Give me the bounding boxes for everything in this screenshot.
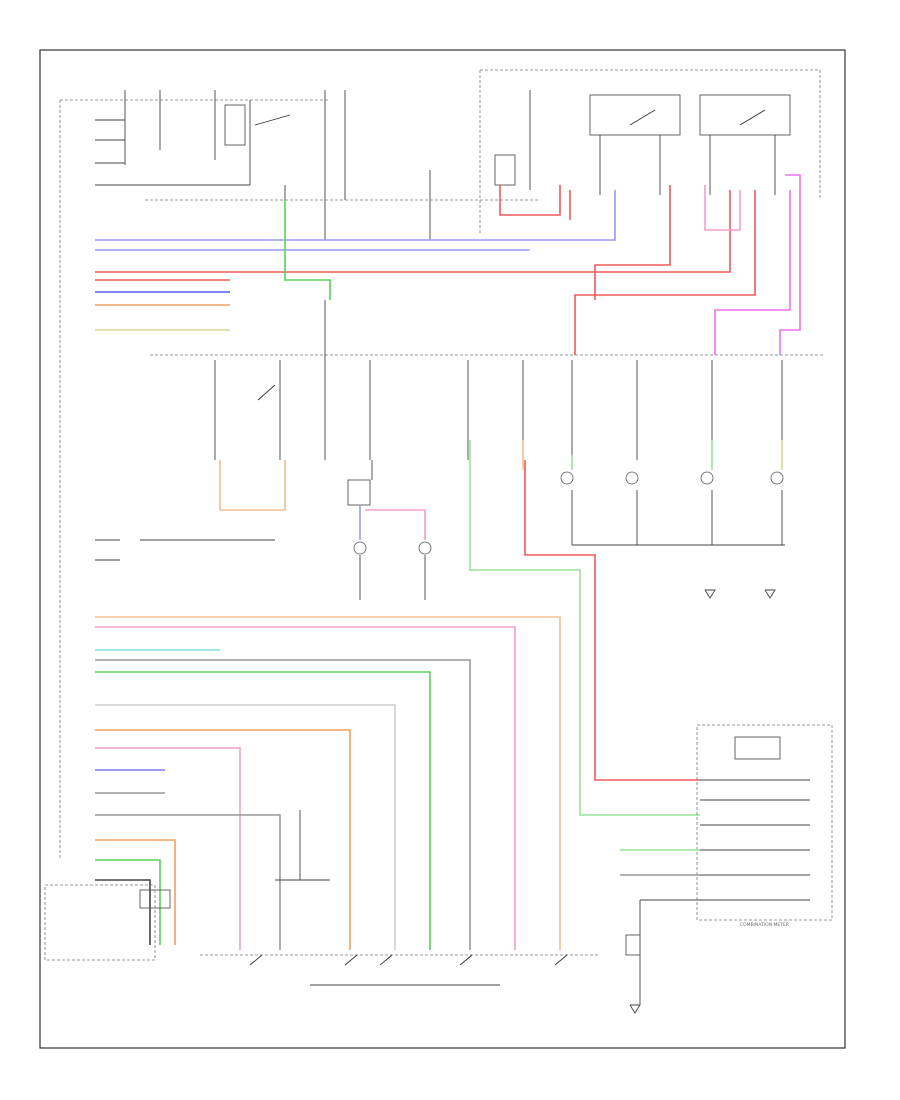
combination-meter [620,724,833,1005]
wire-red-top [95,190,731,273]
wire-orange-long [95,616,561,950]
wire-green-3 [95,859,161,945]
label-combination-meter: COMBINATION METER [740,922,789,928]
wire-red-loop [499,185,561,216]
middle-fuse-block [214,300,783,460]
top-left-fuse-block [59,90,540,860]
wire-white-long [95,704,396,950]
wire-red-v2 [594,185,671,300]
wire-red-meter [524,460,700,781]
wire-orange-u [219,460,286,511]
lamp-row [522,440,785,546]
wire-green-relay [284,200,331,300]
wire-pink-2 [95,747,241,950]
wire-blue-top [95,190,616,241]
lower-left-connectors [95,539,275,561]
wire-orange-3 [95,839,176,945]
diagram-frame [39,49,846,1049]
wire-green-meter [469,440,700,816]
wire-red-v3 [574,190,756,355]
ground-symbols [629,589,776,1014]
wire-pink-fog [365,509,426,540]
top-right-relay-block [479,69,821,235]
headlight-ecu [44,884,156,961]
wire-black-3 [95,879,151,945]
wire-orange-2 [95,729,351,950]
wire-pink-long [95,626,516,950]
bottom-switches [200,810,600,986]
wire-magenta-1 [779,174,801,355]
wire-gray-long [95,659,471,950]
wire-pink-loop [704,185,741,231]
fog-relay [347,479,371,506]
wire-green-long [95,671,431,950]
wire-magenta-2 [714,190,791,355]
wire-gray-4 [95,814,281,950]
